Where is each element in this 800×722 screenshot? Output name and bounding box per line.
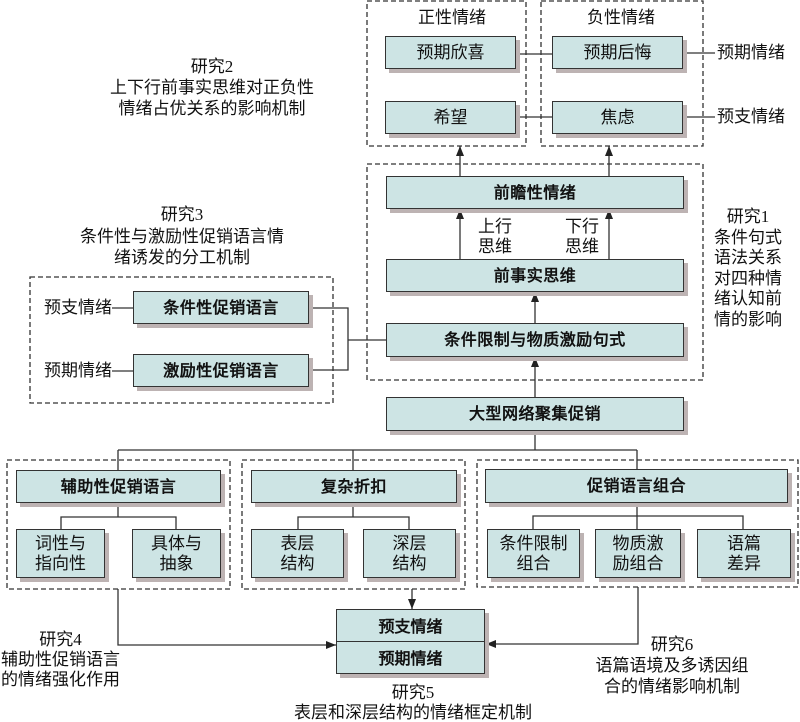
positive-emotion-title: 正性情绪 bbox=[418, 8, 486, 27]
study6-line: 语篇语境及多诱因组 bbox=[595, 656, 749, 675]
study5-title: 研究5 bbox=[391, 683, 435, 702]
box-label: 前事实思维 bbox=[493, 265, 577, 285]
connector-study3-merge bbox=[309, 307, 349, 371]
study1-line: 对四种情 bbox=[714, 268, 782, 288]
study3-line: 绪诱发的分工机制 bbox=[114, 248, 250, 267]
study6-title: 研究6 bbox=[650, 635, 694, 654]
study1-line: 语法关系 bbox=[714, 248, 782, 268]
box-label: 激励性促销语言 bbox=[163, 360, 279, 380]
box-line: 结构 bbox=[280, 553, 315, 573]
box-line: 深层 bbox=[392, 533, 427, 553]
arrow-study6 bbox=[486, 587, 639, 648]
hope-box: 希望 bbox=[385, 101, 516, 134]
language-combination-box: 促销语言组合 bbox=[485, 469, 788, 503]
box-line: 结构 bbox=[392, 553, 427, 573]
study1-title: 研究1 bbox=[726, 207, 770, 226]
study6-caption: 研究6 语篇语境及多诱因组 合的情绪影响机制 bbox=[582, 634, 762, 697]
box-label: 辅助性促销语言 bbox=[60, 476, 177, 496]
study2-line: 上下行前事实思维对正负性 bbox=[110, 78, 314, 97]
study4-line: 辅助性促销语言 bbox=[1, 650, 120, 669]
downward-line: 思维 bbox=[565, 237, 599, 256]
box-line: 抽象 bbox=[159, 553, 194, 573]
box-line: 物质激 bbox=[612, 533, 664, 553]
incentive-language-box: 激励性促销语言 bbox=[133, 354, 309, 387]
box-label: 预期欣喜 bbox=[416, 42, 485, 62]
arrow-study4 bbox=[117, 589, 336, 649]
box-line: 差异 bbox=[727, 553, 761, 573]
auxiliary-language-box: 辅助性促销语言 bbox=[16, 470, 221, 503]
sentence-pattern-box: 条件限制与物质激励句式 bbox=[386, 323, 684, 357]
cell-label: 预支情绪 bbox=[378, 617, 443, 637]
anticipatory-emotion-label: 预期情绪 bbox=[717, 43, 785, 62]
prospective-emotion-box: 前瞻性情绪 bbox=[386, 176, 684, 209]
box-label: 条件性促销语言 bbox=[163, 297, 279, 317]
box-line: 励组合 bbox=[612, 553, 664, 573]
study6-line: 合的情绪影响机制 bbox=[604, 677, 740, 696]
study4-title: 研究4 bbox=[39, 630, 82, 649]
study4-line: 的情绪强化作用 bbox=[1, 670, 120, 689]
negative-emotion-title: 负性情绪 bbox=[587, 8, 655, 27]
box-line: 指向性 bbox=[35, 553, 86, 573]
study1-line: 情的影响 bbox=[714, 309, 782, 329]
box-label: 大型网络聚集促销 bbox=[468, 404, 601, 423]
deep-structure-box: 深层 结构 bbox=[363, 529, 456, 578]
conditional-language-box: 条件性促销语言 bbox=[133, 291, 309, 324]
box-label: 预期后悔 bbox=[583, 42, 652, 62]
anticipated-emotion-label: 预支情绪 bbox=[717, 107, 785, 126]
study1-line: 绪认知前 bbox=[714, 289, 782, 309]
study2-title: 研究2 bbox=[190, 57, 234, 76]
box-line: 组合 bbox=[516, 553, 551, 573]
study3-title: 研究3 bbox=[160, 205, 204, 224]
material-incentive-combination-box: 物质激 励组合 bbox=[595, 529, 681, 578]
outcome-anticipatory-cell: 预支情绪 bbox=[337, 610, 484, 642]
box-label: 前瞻性情绪 bbox=[493, 182, 577, 202]
cell-label: 预期情绪 bbox=[378, 649, 443, 669]
concrete-abstract-box: 具体与 抽象 bbox=[132, 529, 221, 578]
downward-line: 下行 bbox=[565, 217, 599, 236]
study5-caption: 研究5 表层和深层结构的情绪框定机制 bbox=[273, 683, 553, 722]
study3-caption: 研究3 条件性与激励性促销语言情 绪诱发的分工机制 bbox=[52, 204, 312, 269]
box-label: 焦虑 bbox=[600, 107, 635, 127]
outcome-anticipated-cell: 预期情绪 bbox=[337, 642, 484, 674]
box-label: 条件限制与物质激励句式 bbox=[444, 330, 626, 349]
study2-caption: 研究2 上下行前事实思维对正负性 情绪占优关系的影响机制 bbox=[82, 56, 342, 119]
study3-anticipatory-label: 预期情绪 bbox=[44, 361, 112, 380]
study2-line: 情绪占优关系的影响机制 bbox=[118, 99, 306, 118]
box-label: 复杂折扣 bbox=[320, 476, 387, 496]
discourse-difference-box: 语篇 差异 bbox=[697, 529, 791, 578]
study3-anticipated-label: 预支情绪 bbox=[44, 298, 112, 317]
box-line: 词性与 bbox=[35, 533, 86, 553]
study5-line: 表层和深层结构的情绪框定机制 bbox=[294, 703, 532, 722]
upward-line: 上行 bbox=[478, 217, 512, 236]
box-line: 语篇 bbox=[727, 533, 761, 553]
negative-emotion-group-frame bbox=[540, 0, 704, 147]
part-of-speech-box: 词性与 指向性 bbox=[16, 529, 105, 578]
box-label: 希望 bbox=[433, 107, 468, 127]
study3-line: 条件性与激励性促销语言情 bbox=[80, 226, 284, 246]
auxiliary-subbranch-bar bbox=[60, 516, 177, 529]
anxiety-box: 焦虑 bbox=[552, 101, 683, 134]
anticipatory-joy-box: 预期欣喜 bbox=[385, 36, 516, 69]
anticipatory-regret-box: 预期后悔 bbox=[552, 36, 683, 69]
complex-subbranch-bar bbox=[297, 516, 410, 529]
study3-frame bbox=[29, 276, 334, 404]
downward-thinking-label: 下行 思维 bbox=[557, 217, 607, 257]
study4-caption: 研究4 辅助性促销语言 的情绪强化作用 bbox=[0, 630, 121, 690]
combination-subbranch-bar bbox=[532, 515, 744, 529]
box-line: 具体与 bbox=[151, 533, 202, 553]
study1-caption: 研究1 条件句式 语法关系 对四种情 绪认知前 情的影响 bbox=[698, 207, 798, 331]
upward-line: 思维 bbox=[478, 237, 512, 256]
surface-structure-box: 表层 结构 bbox=[251, 529, 344, 578]
box-line: 条件限制 bbox=[499, 533, 568, 553]
conditional-combination-box: 条件限制 组合 bbox=[487, 529, 580, 578]
upward-thinking-label: 上行 思维 bbox=[470, 217, 520, 257]
box-line: 表层 bbox=[280, 533, 315, 553]
box-label: 促销语言组合 bbox=[586, 476, 686, 495]
online-promotion-box: 大型网络聚集促销 bbox=[386, 397, 684, 431]
complex-discount-box: 复杂折扣 bbox=[251, 470, 457, 503]
counterfactual-thinking-box: 前事实思维 bbox=[386, 259, 684, 292]
study1-line: 条件句式 bbox=[714, 227, 782, 247]
outcome-emotion-box: 预支情绪 预期情绪 bbox=[336, 609, 485, 674]
